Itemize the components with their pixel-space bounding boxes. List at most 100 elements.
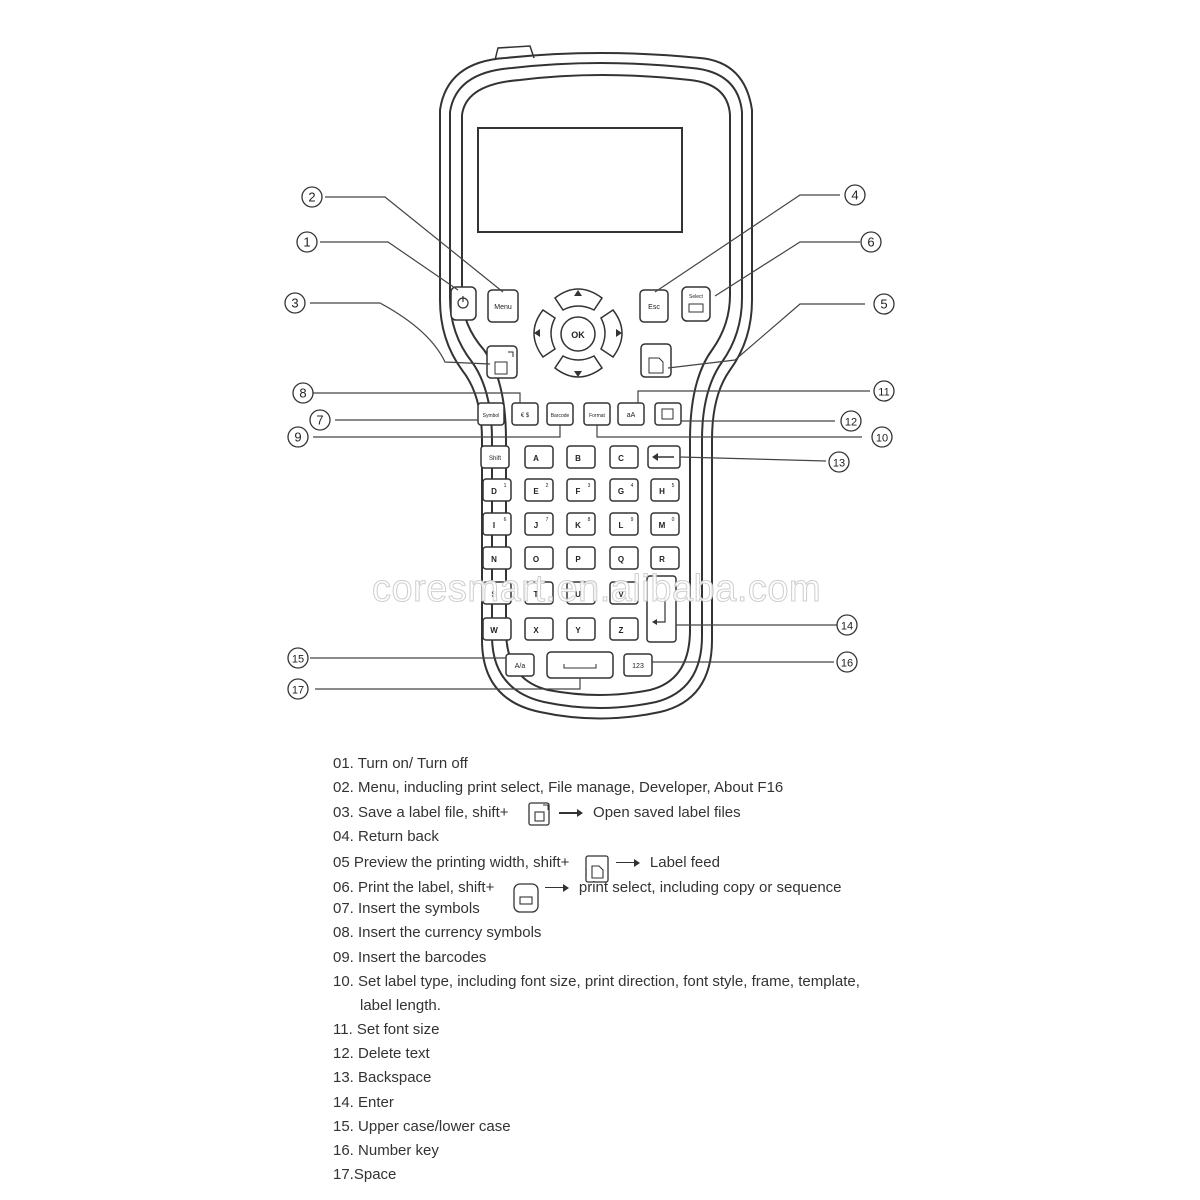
save-key[interactable] bbox=[486, 345, 518, 379]
legend-item-01: 01. Turn on/ Turn off bbox=[333, 752, 973, 776]
callout-number: 10 bbox=[876, 433, 888, 445]
key-q[interactable]: Q bbox=[609, 546, 639, 570]
key-l[interactable]: L9 bbox=[609, 512, 639, 536]
key-digit: 4 bbox=[631, 483, 634, 489]
left-arrow-key[interactable] bbox=[533, 308, 556, 359]
callout-number: 5 bbox=[880, 297, 887, 312]
callout-13: 13 bbox=[828, 451, 850, 473]
key-u[interactable]: U bbox=[566, 581, 596, 605]
legend-item-14: 14. Enter bbox=[333, 1091, 973, 1115]
label-printer-diagram: Menu Esc Select OK Symbol € $ Bar bbox=[284, 45, 895, 720]
callout-5: 5 bbox=[873, 293, 895, 315]
key-o[interactable]: O bbox=[524, 546, 554, 570]
key-digit: 6 bbox=[504, 517, 507, 523]
key-x[interactable]: X bbox=[524, 617, 554, 641]
key-label: C bbox=[618, 454, 624, 463]
symbol-key[interactable]: Symbol bbox=[477, 402, 505, 426]
key-digit: 5 bbox=[672, 483, 675, 489]
key-d[interactable]: D1 bbox=[482, 478, 512, 502]
key-c[interactable]: C bbox=[609, 445, 639, 469]
key-v[interactable]: V bbox=[609, 581, 639, 605]
legend-item-10-cont: label length. bbox=[333, 994, 973, 1018]
currency-key[interactable]: € $ bbox=[511, 402, 539, 426]
callout-number: 3 bbox=[291, 296, 298, 311]
key-b[interactable]: B bbox=[566, 445, 596, 469]
key-g[interactable]: G4 bbox=[609, 478, 639, 502]
legend-item-08: 08. Insert the currency symbols bbox=[333, 921, 973, 945]
font-size-key[interactable]: aA bbox=[617, 402, 645, 426]
key-digit: 3 bbox=[588, 483, 591, 489]
key-e[interactable]: E2 bbox=[524, 478, 554, 502]
callout-6: 6 bbox=[860, 231, 882, 253]
key-z[interactable]: Z bbox=[609, 617, 639, 641]
enter-key[interactable] bbox=[646, 575, 677, 643]
callout-11: 11 bbox=[873, 380, 895, 402]
key-label: Q bbox=[618, 555, 624, 564]
legend-text: 11. Set font size bbox=[333, 1021, 440, 1039]
legend-text: 06. Print the label, shift+ bbox=[333, 878, 495, 896]
legend-text: Label feed bbox=[649, 853, 720, 871]
legend-text: 03. Save a label file, shift+ bbox=[333, 804, 509, 822]
key-label: Z bbox=[619, 626, 624, 635]
callout-2: 2 bbox=[301, 186, 323, 208]
key-s[interactable]: S bbox=[482, 581, 512, 605]
key-t[interactable]: T bbox=[524, 581, 554, 605]
shift-key-label: Shift bbox=[489, 456, 501, 462]
format-key[interactable]: Format bbox=[583, 402, 611, 426]
backspace-key[interactable] bbox=[647, 445, 681, 469]
key-r[interactable]: R bbox=[650, 546, 680, 570]
navigation-pad[interactable] bbox=[533, 288, 623, 378]
key-digit: 1 bbox=[504, 483, 507, 489]
preview-icon bbox=[648, 357, 664, 374]
preview-key[interactable] bbox=[640, 343, 672, 378]
key-k[interactable]: K8 bbox=[566, 512, 596, 536]
print-key[interactable]: Select bbox=[681, 286, 711, 322]
key-label: D bbox=[491, 487, 497, 496]
case-key[interactable]: A/a bbox=[505, 653, 535, 677]
key-a[interactable]: A bbox=[524, 445, 554, 469]
space-icon bbox=[563, 664, 597, 669]
callout-15: 15 bbox=[287, 647, 309, 669]
key-f[interactable]: F3 bbox=[566, 478, 596, 502]
space-key[interactable] bbox=[546, 651, 614, 679]
key-label: O bbox=[533, 555, 539, 564]
shift-key[interactable]: Shift bbox=[480, 445, 510, 469]
legend-text: 02. Menu, inducling print select, File m… bbox=[333, 779, 784, 797]
key-h[interactable]: H5 bbox=[650, 478, 680, 502]
right-arrow-key[interactable] bbox=[600, 308, 623, 359]
number-key-label: 123 bbox=[632, 663, 644, 670]
menu-key[interactable]: Menu bbox=[487, 289, 519, 323]
save-icon bbox=[494, 361, 508, 375]
legend-text: label length. bbox=[360, 996, 441, 1014]
legend-text: 01. Turn on/ Turn off bbox=[333, 755, 468, 772]
key-y[interactable]: Y bbox=[566, 617, 596, 641]
delete-icon bbox=[661, 408, 674, 420]
key-label: W bbox=[490, 626, 498, 635]
case-key-label: A/a bbox=[515, 663, 526, 670]
key-i[interactable]: I6 bbox=[482, 512, 512, 536]
key-m[interactable]: M0 bbox=[650, 512, 680, 536]
key-digit: 2 bbox=[546, 483, 549, 489]
delete-key[interactable] bbox=[654, 402, 682, 426]
number-key[interactable]: 123 bbox=[623, 653, 653, 677]
callout-17: 17 bbox=[287, 678, 309, 700]
legend-item-03: 03. Save a label file, shift+ Open saved… bbox=[333, 800, 973, 827]
key-j[interactable]: J7 bbox=[524, 512, 554, 536]
save-file-icon bbox=[527, 800, 553, 827]
down-arrow-key[interactable] bbox=[553, 355, 604, 378]
power-key[interactable] bbox=[450, 286, 477, 321]
ok-key[interactable] bbox=[560, 316, 596, 352]
callout-7: 7 bbox=[309, 409, 331, 431]
symbol-key-label: Symbol bbox=[483, 413, 500, 419]
key-p[interactable]: P bbox=[566, 546, 596, 570]
display-screen bbox=[477, 127, 683, 233]
barcode-key[interactable]: Barcode bbox=[546, 402, 574, 426]
key-label: T bbox=[534, 590, 539, 599]
key-w[interactable]: W bbox=[482, 617, 512, 641]
up-arrow-key[interactable] bbox=[553, 288, 604, 311]
key-n[interactable]: N bbox=[482, 546, 512, 570]
esc-key[interactable]: Esc bbox=[639, 289, 669, 323]
key-label: P bbox=[575, 555, 581, 564]
legend-item-13: 13. Backspace bbox=[333, 1066, 973, 1090]
key-label: Y bbox=[575, 626, 581, 635]
